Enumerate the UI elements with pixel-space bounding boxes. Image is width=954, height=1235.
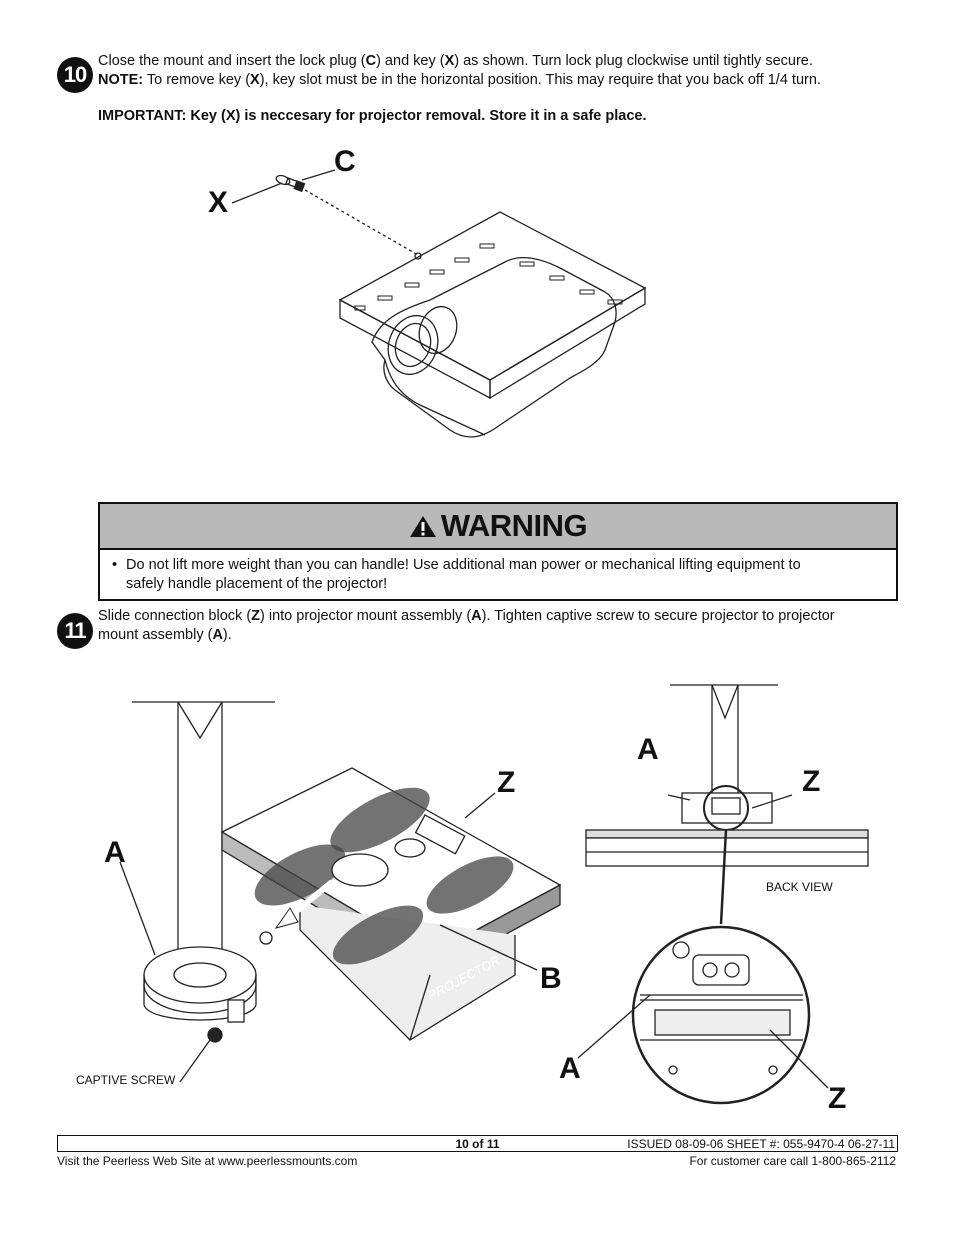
step-10-instructions: Close the mount and insert the lock plug… (98, 52, 928, 90)
step-10-line1: Close the mount and insert the lock plug… (98, 53, 813, 69)
step-10-badge: 10 (57, 57, 93, 93)
callout-a-mount-assembly: A (104, 836, 126, 869)
footer-bar: 10 of 11 ISSUED 08-09-06 SHEET #: 055-94… (57, 1135, 898, 1152)
warning-header: WARNING (100, 504, 896, 550)
lock-plug-mount-illustration (231, 169, 647, 438)
back-view-label: BACK VIEW (766, 880, 833, 894)
step-11-line1: Slide connection block (Z) into projecto… (98, 608, 835, 624)
issued-info: ISSUED 08-09-06 SHEET #: 055-9470-4 06-2… (627, 1137, 895, 1151)
callout-a-back-view: A (637, 733, 659, 766)
step-10-number: 10 (63, 62, 88, 87)
callout-b-projector: B (540, 962, 562, 995)
callout-z-connection-block: Z (497, 766, 516, 799)
warning-box: WARNING • Do not lift more weight than y… (98, 502, 898, 601)
step-11-badge: 11 (57, 613, 93, 649)
step-10-note: NOTE: To remove key (X), key slot must b… (98, 72, 821, 88)
warning-text-line1: Do not lift more weight than you can han… (126, 557, 801, 573)
step-11-number: 11 (64, 618, 86, 643)
website-text: Visit the Peerless Web Site at www.peerl… (57, 1154, 358, 1168)
lock-plug-c-icon (293, 180, 306, 193)
important-notice: IMPORTANT: Key (X) is neccesary for proj… (98, 108, 647, 124)
callout-a-detail: A (559, 1052, 581, 1085)
warning-body: • Do not lift more weight than you can h… (100, 550, 896, 600)
warning-title: WARNING (440, 508, 588, 543)
callout-z-detail: Z (828, 1082, 847, 1115)
warning-text-line2: safely handle placement of the projector… (126, 576, 388, 592)
step-11-instructions: Slide connection block (Z) into projecto… (98, 607, 918, 645)
captive-screw-label: CAPTIVE SCREW (76, 1073, 176, 1087)
page-number: 10 of 11 (455, 1137, 500, 1151)
warning-bullet: • (112, 557, 118, 573)
customer-care-text: For customer care call 1-800-865-2112 (689, 1154, 896, 1168)
warning-triangle-icon (409, 516, 436, 537)
callout-z-back-view: Z (802, 765, 821, 798)
callout-x-key: X (208, 186, 229, 219)
callout-c-lock-plug: C (334, 145, 356, 178)
step-11-line2: mount assembly (A). (98, 627, 232, 643)
